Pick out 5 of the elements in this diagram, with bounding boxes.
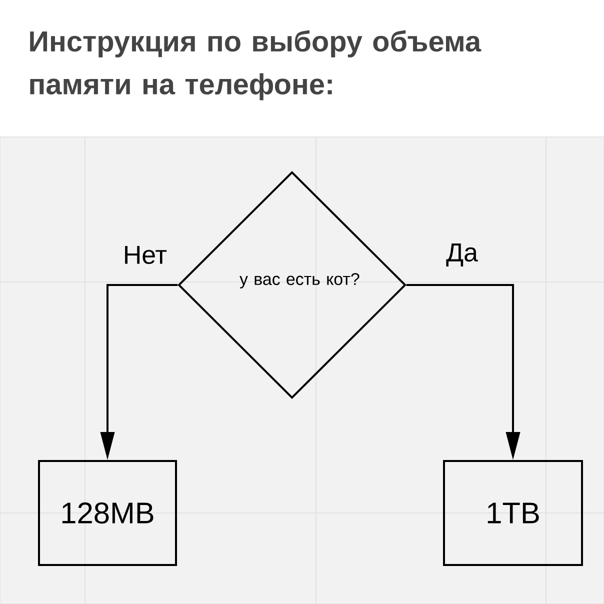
- result-box: 128MB: [38, 460, 177, 566]
- edge-label: Да: [445, 242, 479, 268]
- title: Инструкция по выбору объема памяти на телефоне:: [30, 30, 482, 100]
- edge-label: Нет: [122, 244, 168, 266]
- result-box: 1TB: [443, 460, 583, 566]
